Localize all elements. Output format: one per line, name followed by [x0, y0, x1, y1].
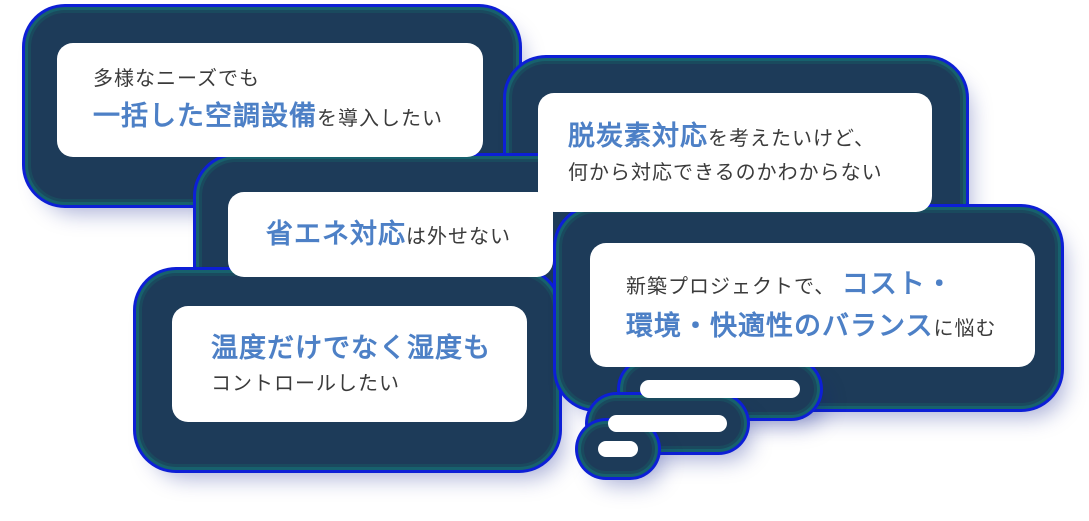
bubble-text-highlight: コスト・	[841, 269, 954, 300]
bubble-text-line: 何から対応できるのかわからない	[568, 160, 932, 187]
thought-trail-bar-3	[598, 441, 638, 457]
bubble-text-line: 多様なニーズでも	[93, 66, 483, 93]
bubble-text: を考えたいけど、	[708, 128, 875, 151]
bubble-text-highlight: 省エネ対応	[266, 219, 406, 250]
speech-bubble-unified-hvac: 多様なニーズでも 一括した空調設備を導入したい	[57, 43, 483, 157]
speech-bubble-decarbonization: 脱炭素対応を考えたいけど、 何から対応できるのかわからない	[538, 93, 932, 212]
bubble-text: 新築プロジェクトで、	[626, 276, 842, 299]
bubble-text-line: 一括した空調設備を導入したい	[93, 98, 483, 134]
bubble-text: コントロールしたい	[211, 373, 400, 396]
bubble-text: 多様なニーズでも	[93, 67, 260, 90]
bubble-text-line: 環境・快適性のバランスに悩む	[626, 308, 1035, 344]
bubble-text-line: 温度だけでなく湿度も	[211, 330, 527, 366]
bubble-text-line: コントロールしたい	[211, 371, 527, 398]
bubble-text-line: 省エネ対応は外せない	[266, 216, 553, 252]
speech-bubble-project-balance: 新築プロジェクトで、 コスト・ 環境・快適性のバランスに悩む	[590, 243, 1035, 367]
bubble-text: を導入したい	[317, 107, 443, 130]
bubble-text: は外せない	[406, 226, 511, 249]
bubble-text-highlight: 温度だけでなく湿度も	[211, 332, 491, 363]
bubble-text-line: 新築プロジェクトで、 コスト・	[626, 266, 1035, 302]
bubble-text-line: 脱炭素対応を考えたいけど、	[568, 118, 932, 154]
bubble-text-highlight: 一括した空調設備	[93, 100, 317, 131]
thought-trail-bar-2	[608, 415, 727, 432]
speech-bubble-humidity-control: 温度だけでなく湿度も コントロールしたい	[172, 306, 527, 422]
bubble-text-highlight: 環境・快適性のバランス	[626, 310, 934, 341]
speech-bubble-energy-saving: 省エネ対応は外せない	[228, 192, 553, 277]
bubble-text: 何から対応できるのかわからない	[568, 161, 883, 184]
bubble-text: に悩む	[933, 317, 997, 340]
bubble-text-highlight: 脱炭素対応	[568, 121, 708, 152]
thought-trail-bar-1	[640, 380, 800, 398]
